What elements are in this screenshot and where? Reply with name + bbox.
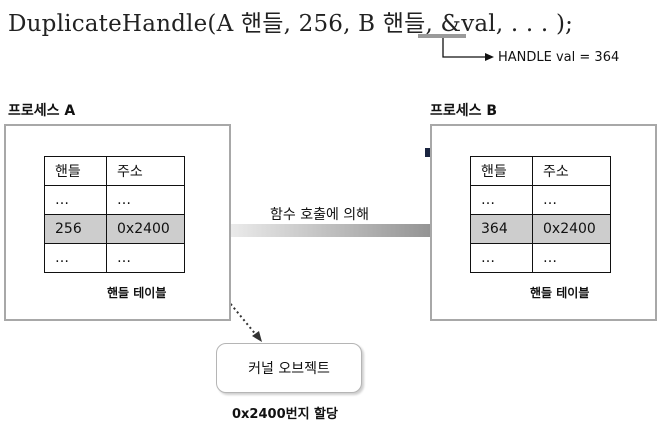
table-cell: 364	[470, 214, 533, 244]
table-row: … …	[470, 185, 611, 215]
process-a-handle-table: 핸들 주소 … … 256 0x2400 … …	[44, 156, 185, 273]
table-row-highlighted: 364 0x2400	[470, 214, 611, 244]
table-cell: …	[106, 185, 185, 215]
table-cell: 0x2400	[106, 214, 185, 244]
annotation-connector	[442, 38, 487, 58]
process-b-table-caption: 핸들 테이블	[530, 286, 590, 300]
table-row: … …	[44, 243, 185, 273]
table-cell: 0x2400	[532, 214, 611, 244]
table-row: … …	[470, 243, 611, 273]
call-arrow-shaft	[183, 224, 453, 237]
handle-value-annotation: HANDLE val = 364	[498, 50, 620, 65]
table-cell: …	[532, 185, 611, 215]
table-row: … …	[44, 185, 185, 215]
table-row-highlighted: 256 0x2400	[44, 214, 185, 244]
annotation-arrowhead	[485, 53, 494, 61]
table-header-cell: 핸들	[44, 156, 107, 186]
process-a-label: 프로세스 A	[8, 103, 76, 119]
table-header-cell: 주소	[106, 156, 185, 186]
code-line: DuplicateHandle(A 핸들, 256, B 핸들, &val, .…	[8, 11, 574, 37]
process-b-box: 핸들 주소 … … 364 0x2400 … … 핸들 테이블	[430, 124, 657, 321]
table-header-cell: 핸들	[470, 156, 533, 186]
kernel-pointer-head	[252, 331, 262, 342]
process-b-label: 프로세스 B	[430, 103, 498, 119]
process-a-box: 핸들 주소 … … 256 0x2400 … … 핸들 테이블	[4, 124, 231, 321]
table-header-cell: 주소	[532, 156, 611, 186]
kernel-object-label: 커널 오브젝트	[248, 361, 330, 377]
table-cell: …	[470, 185, 533, 215]
table-cell: …	[44, 185, 107, 215]
kernel-object-caption: 0x2400번지 할당	[232, 407, 338, 422]
table-cell: 256	[44, 214, 107, 244]
function-call-label: 함수 호출에 의해	[270, 207, 370, 223]
table-header-row: 핸들 주소	[470, 156, 611, 186]
val-underline	[418, 34, 466, 38]
table-cell: …	[532, 243, 611, 273]
table-cell: …	[44, 243, 107, 273]
process-a-table-caption: 핸들 테이블	[107, 286, 167, 300]
table-header-row: 핸들 주소	[44, 156, 185, 186]
table-cell: …	[470, 243, 533, 273]
kernel-object-box: 커널 오브젝트	[216, 343, 362, 393]
table-cell: …	[106, 243, 185, 273]
process-b-handle-table: 핸들 주소 … … 364 0x2400 … …	[470, 156, 611, 273]
marker-square	[425, 148, 434, 157]
